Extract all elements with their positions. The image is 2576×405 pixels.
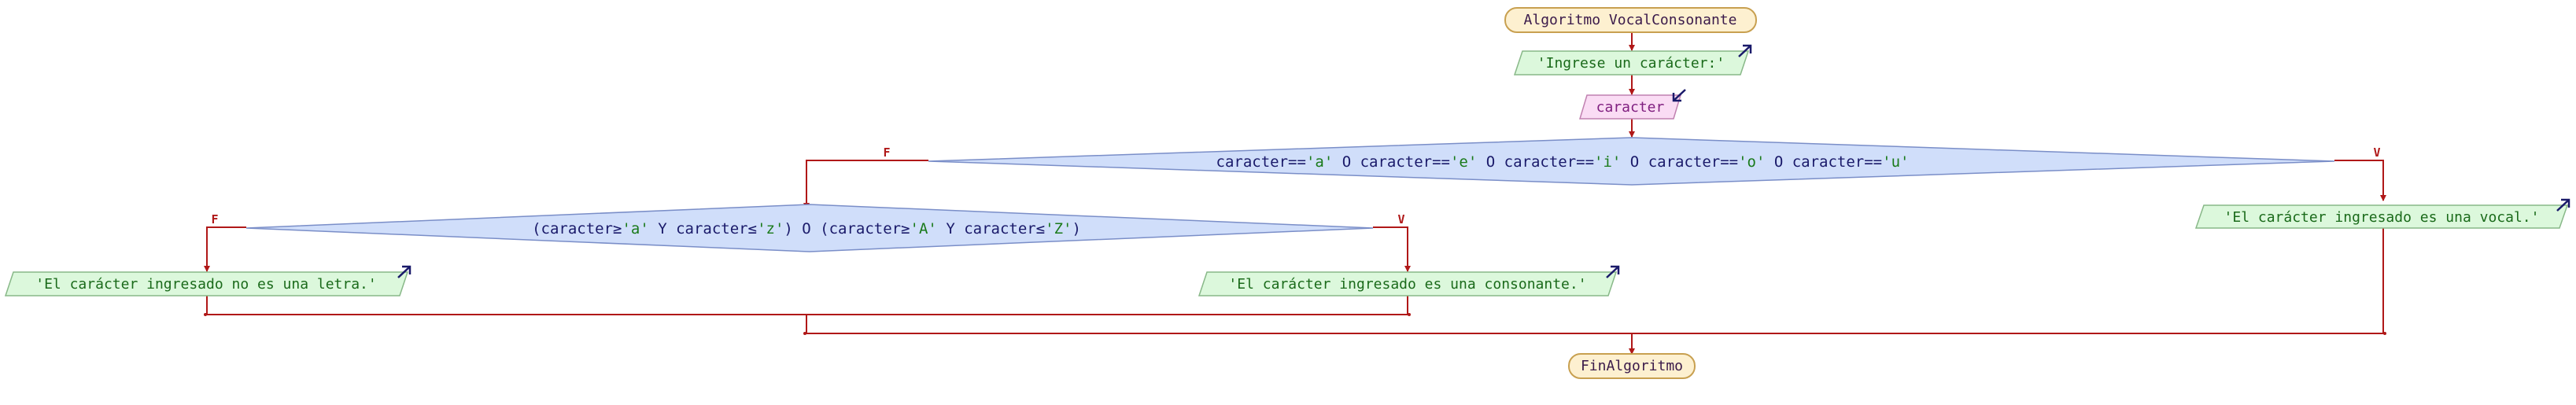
decision-letter-part: 'a' (622, 220, 648, 237)
decision-vowel-part: O (1621, 153, 1648, 171)
decision-letter-part: 'z' (757, 220, 784, 237)
start-terminal[interactable]: Algoritmo VocalConsonante (1504, 7, 1757, 33)
decision-vowel-part: O (1333, 153, 1360, 171)
decision-letter-part: Y caracter≤ (937, 220, 1045, 237)
edge-vowel-true (2334, 160, 2386, 201)
decision-vowel-part: 'u' (1882, 153, 1909, 171)
decision-vowel-text: caracter=='a' O caracter=='e' O caracter… (1216, 153, 1910, 171)
decision-letter-part: 'A' (910, 220, 937, 237)
decision-vowel-part: caracter== (1504, 153, 1594, 171)
vowel-true-label: V (2373, 145, 2380, 160)
decision-vowel[interactable]: caracter=='a' O caracter=='e' O caracter… (928, 137, 2335, 186)
decision-letter-text: (caracter≥'a' Y caracter≤'z') O (caracte… (532, 220, 1081, 237)
output-consonant-node[interactable]: 'El carácter ingresado es una consonante… (1198, 265, 1620, 296)
decision-letter-part: ) O (caracter≥ (784, 220, 910, 237)
output-vowel-node[interactable]: 'El carácter ingresado es una vocal.' (2194, 198, 2570, 229)
decision-vowel-part: 'i' (1594, 153, 1621, 171)
arrow-up-right-icon (1738, 44, 1752, 57)
decision-vowel-part: O (1765, 153, 1792, 171)
arrow-up-right-icon (397, 265, 411, 278)
input-var-node[interactable]: caracter (1578, 89, 1686, 120)
decision-letter-part: ) (1072, 220, 1080, 237)
output-prompt-node[interactable]: 'Ingrese un carácter:' (1513, 44, 1752, 75)
end-terminal[interactable]: FinAlgoritmo (1568, 353, 1696, 379)
edge-letter-true (1373, 226, 1411, 272)
decision-vowel-part: caracter== (1216, 153, 1306, 171)
edges (204, 32, 2386, 355)
arrow-up-right-icon (1606, 265, 1620, 278)
arrow-down-left-icon (1672, 89, 1686, 102)
vowel-false-label: F (883, 145, 890, 160)
output-not-letter-node[interactable]: 'El carácter ingresado no es una letra.' (4, 265, 411, 296)
letter-true-label: V (1397, 212, 1404, 226)
decision-vowel-part: caracter== (1792, 153, 1882, 171)
output-vowel-text: 'El carácter ingresado es una vocal.' (2224, 209, 2540, 226)
output-consonant-text: 'El carácter ingresado es una consonante… (1228, 276, 1586, 293)
decision-letter-part: (caracter≥ (532, 220, 622, 237)
decision-vowel-part: caracter== (1360, 153, 1450, 171)
output-prompt-text: 'Ingrese un carácter:' (1537, 55, 1725, 72)
decision-vowel-part: O (1477, 153, 1504, 171)
decision-letter-part: 'Z' (1045, 220, 1072, 237)
start-terminal-label: Algoritmo VocalConsonante (1524, 12, 1737, 28)
edge-letter-false (204, 226, 246, 272)
decision-vowel-part: 'o' (1738, 153, 1765, 171)
decision-vowel-part: 'e' (1450, 153, 1477, 171)
input-var-text: caracter (1596, 99, 1665, 116)
arrow-up-right-icon (2556, 198, 2570, 212)
decision-letter-part: Y caracter≤ (649, 220, 757, 237)
output-not-letter-text: 'El carácter ingresado no es una letra.' (35, 276, 376, 293)
end-terminal-label: FinAlgoritmo (1581, 358, 1683, 374)
edge-vowel-false (803, 160, 928, 209)
letter-false-label: F (211, 212, 218, 226)
decision-vowel-part: 'a' (1306, 153, 1333, 171)
decision-vowel-part: caracter== (1648, 153, 1738, 171)
decision-letter[interactable]: (caracter≥'a' Y caracter≤'z') O (caracte… (245, 204, 1374, 252)
